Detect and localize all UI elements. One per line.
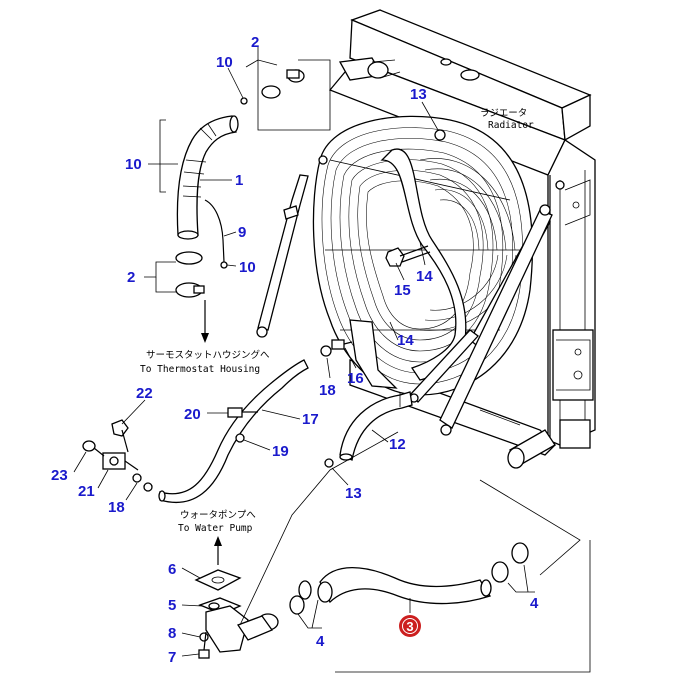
clip-13-lower — [324, 458, 334, 468]
gasket-6 — [194, 569, 242, 591]
plug-22 — [111, 419, 129, 453]
callout-19[interactable]: 19 — [272, 443, 289, 460]
callout-4-right[interactable]: 4 — [530, 595, 539, 612]
water-pump-label-jp: ウォータポンプへ — [180, 510, 256, 521]
thermostat-label-en: To Thermostat Housing — [140, 364, 260, 375]
callout-2-lower[interactable]: 2 — [127, 269, 135, 286]
callouts: 2 10 10 1 9 10 2 13 14 15 14 16 18 17 19… — [51, 34, 539, 666]
clamp-2-upper — [261, 69, 305, 99]
left-stay-bracket — [256, 155, 328, 338]
connector-5 — [198, 597, 279, 653]
notes: ラジエータ Radiator サーモスタットハウジングへ To Thermost… — [140, 108, 534, 534]
radiator-inlet-neck — [338, 57, 401, 81]
callout-23[interactable]: 23 — [51, 467, 68, 484]
drain-valve-21 — [102, 452, 139, 471]
callout-14-upper[interactable]: 14 — [416, 268, 433, 285]
hose-3 — [317, 566, 492, 605]
callout-17[interactable]: 17 — [302, 411, 319, 428]
callout-20[interactable]: 20 — [184, 406, 201, 423]
callout-18-upper[interactable]: 18 — [319, 382, 336, 399]
clamp-4-left — [289, 580, 312, 615]
radiator-label-en: Radiator — [488, 120, 534, 131]
clip-19 — [235, 433, 245, 443]
callout-15[interactable]: 15 — [394, 282, 411, 299]
water-pump-label-en: To Water Pump — [178, 523, 253, 534]
clamp-2-lower — [175, 251, 205, 298]
callout-13-lower[interactable]: 13 — [345, 485, 362, 502]
washer-8 — [199, 632, 209, 642]
callout-7[interactable]: 7 — [168, 649, 176, 666]
washers-18-lower — [132, 473, 153, 492]
callout-2-upper[interactable]: 2 — [251, 34, 259, 51]
callout-10-lower[interactable]: 10 — [239, 259, 256, 276]
callout-16[interactable]: 16 — [347, 370, 364, 387]
radiator-core — [328, 9, 596, 456]
thermostat-label-jp: サーモスタットハウジングへ — [146, 349, 270, 361]
clip-10-upper — [240, 97, 248, 105]
clip-10-lower — [220, 261, 228, 269]
callout-14-lower[interactable]: 14 — [397, 332, 414, 349]
stay-rods — [380, 148, 553, 436]
clamp-13-upper — [434, 129, 446, 141]
connector-16 — [331, 339, 353, 350]
callout-13-upper[interactable]: 13 — [410, 86, 427, 103]
callout-4-left[interactable]: 4 — [316, 633, 325, 650]
callout-3[interactable]: 3 — [406, 619, 413, 634]
callout-6[interactable]: 6 — [168, 561, 176, 578]
leader-lines — [73, 47, 591, 673]
radiator-outlet — [507, 429, 556, 469]
hose-12 — [339, 391, 413, 461]
callout-10-upper[interactable]: 10 — [216, 54, 233, 71]
clamp-4-right — [491, 542, 529, 583]
bolt-20 — [227, 407, 258, 418]
washer-18-upper — [320, 345, 332, 357]
callout-12[interactable]: 12 — [389, 436, 406, 453]
upper-hose-1 — [176, 115, 239, 240]
radiator-label-jp: ラジエータ — [480, 108, 527, 119]
hose-17 — [158, 359, 309, 504]
callout-1[interactable]: 1 — [235, 172, 243, 189]
callout-3-highlight[interactable]: 3 — [399, 615, 421, 637]
callout-8[interactable]: 8 — [168, 625, 176, 642]
callout-9[interactable]: 9 — [238, 224, 246, 241]
callout-22[interactable]: 22 — [136, 385, 153, 402]
callout-11[interactable]: 10 — [125, 156, 142, 173]
tube-9 — [204, 199, 225, 263]
callout-5[interactable]: 5 — [168, 597, 176, 614]
callout-21[interactable]: 21 — [78, 483, 95, 500]
plug-23 — [82, 440, 105, 457]
callout-18-lower[interactable]: 18 — [108, 499, 125, 516]
cap-screw-15 — [385, 245, 431, 267]
